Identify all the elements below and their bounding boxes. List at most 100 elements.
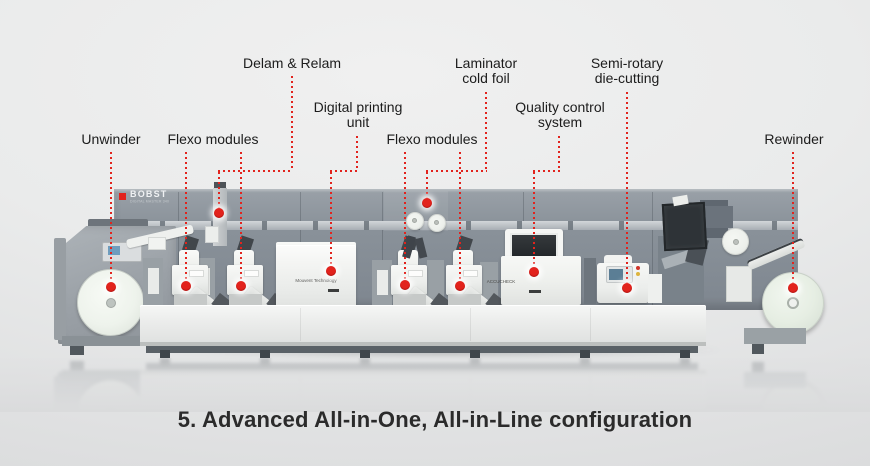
bobst-logo-mark [119,193,126,200]
marker-unwinder-dot [106,282,116,292]
rewinder-column [726,266,752,302]
label-flexo-modules-2: Flexo modules [386,131,478,147]
accucheck-brand-text: ACCUCHECK [486,279,516,284]
label-semi-rotary-die-cutting: Semi-rotary die-cutting [590,55,664,86]
diecut-side-box [648,274,662,303]
diecut-warn-button [636,272,640,276]
diecut-stop-button [636,266,640,270]
machine-foot [470,350,480,358]
flexo-foot [174,294,207,305]
leader-line-flexo2a [404,152,406,280]
label-unwinder: Unwinder [81,131,141,147]
marker-delam-dot [214,208,224,218]
rewinder-guide-hub [733,239,739,245]
label-rewinder: Rewinder [764,131,824,147]
leader-line-digital-v2 [330,172,332,266]
flexo-label-strip [408,270,423,277]
wall-seam [382,192,383,306]
flexo-head [453,250,473,267]
leader-line-laminator-v1 [485,92,487,171]
delam-tower-cap [214,182,226,189]
leader-line-flexo2b [459,152,461,281]
leader-line-delam-h [218,170,293,172]
leader-line-quality-h [533,170,560,172]
unwinder-base [62,336,174,346]
machine-foot [360,350,370,358]
digital-printing-unit-box [276,245,356,307]
leader-line-flexo1b [240,152,242,281]
base-seam [470,308,471,341]
diagram-title: 5. Advanced All-in-One, All-in-Line conf… [177,407,693,432]
press-frame-insert [377,270,388,295]
flexo-label-strip [244,270,259,277]
wall-seam [178,192,179,306]
unwinder-side-plate [54,238,66,340]
label-quality-control-system: Quality control system [515,99,605,130]
digital-unit-brand-text: Mouvent Technology [295,278,337,283]
leader-line-quality-v2 [533,172,535,267]
rear-gray-panel [705,206,733,228]
base-seam [300,308,301,341]
flexo-foot [229,294,262,305]
marker-flexo2a-dot [400,280,410,290]
flexo-foot [393,294,426,305]
label-delam-relam: Delam & Relam [242,55,342,71]
web-guide-box [148,237,166,250]
floor-reflection: BOBST DIGITAL MASTER 340 [0,358,870,412]
wall-seam [652,192,653,306]
rewinder-base [744,328,806,344]
rewinder-foot [752,344,764,354]
label-flexo-modules-1: Flexo modules [167,131,259,147]
leader-line-unwinder [110,152,112,282]
digital-unit-handle [328,289,339,292]
base-lip [140,342,706,346]
label-laminator-cold-foil: Laminator cold foil [454,55,518,86]
machine-foot [260,350,270,358]
leader-line-delam-v2 [218,172,220,208]
operator-monitor [661,201,708,252]
flexo-station-4 [446,235,506,317]
diecut-top-box [604,255,632,265]
leader-line-quality-v1 [558,136,560,171]
unwinder-panel-screen [108,246,120,255]
unwinder-roll-hub [106,298,116,308]
leader-line-semirotary [626,92,628,283]
flexo-head [179,250,199,267]
machine-foot [580,350,590,358]
base-seam [590,308,591,341]
delam-tower-box [205,226,219,243]
flexo-station-3 [391,235,451,317]
marker-quality-dot [529,267,539,277]
leader-line-digital-h [330,170,358,172]
flexo-label-strip [463,270,478,277]
machine-foot [680,350,690,358]
bobst-logo-text: BOBST [130,189,168,199]
leader-line-digital-v1 [356,136,358,171]
machine-base [140,305,706,344]
machine-foot [160,350,170,358]
flexo-station-1 [172,235,232,317]
marker-laminator-dot [422,198,432,208]
press-frame-insert [148,268,159,294]
flexo-head [234,250,254,267]
diecut-panel-screen [609,269,623,280]
foil-roll-hub [412,218,417,223]
rewinder-roll-hub [787,297,799,309]
flexo-station-2 [227,235,287,317]
machine-underside [146,346,698,353]
leader-line-laminator-h [426,170,487,172]
web-guide-rail [114,221,798,230]
marker-semirotary-dot [622,283,632,293]
accucheck-handle [529,290,541,293]
flexo-foot [448,294,481,305]
foil-roll-hub [434,220,439,225]
marker-flexo1a-dot [181,281,191,291]
leader-line-rewinder [792,152,794,283]
marker-digital-dot [326,266,336,276]
label-digital-printing-unit: Digital printing unit [313,99,403,130]
accucheck-body [501,256,581,305]
leader-line-flexo1a [185,152,187,281]
unwinder-foot [70,346,84,355]
frame-divider [584,258,596,304]
